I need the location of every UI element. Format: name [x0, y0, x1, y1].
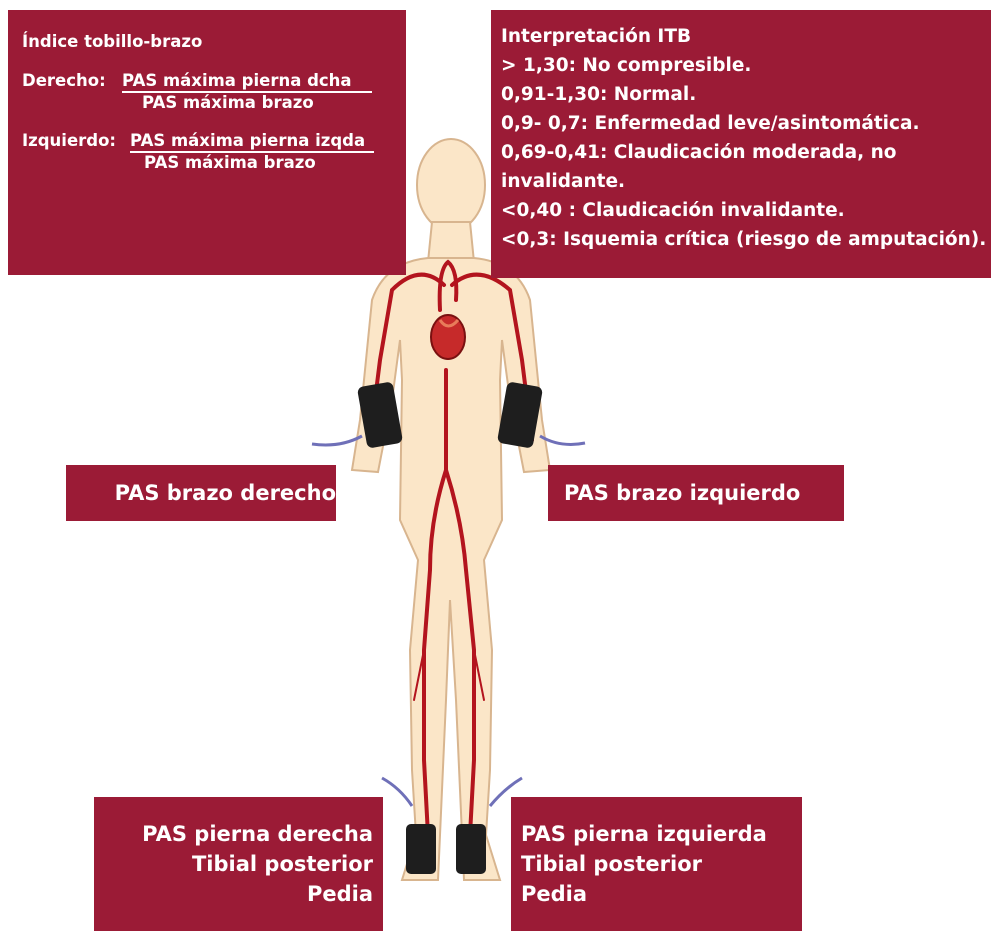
formula-left-denominator: PAS máxima brazo: [144, 153, 316, 172]
label-leg-right-line: Tibial posterior: [192, 849, 373, 879]
abi-interpretation-panel: Interpretación ITB > 1,30: No compresibl…: [491, 10, 991, 278]
formula-right-denominator: PAS máxima brazo: [142, 93, 314, 112]
heart-icon: [431, 315, 465, 359]
label-leg-right-line: PAS pierna derecha: [142, 819, 373, 849]
label-leg-left-line: Pedia: [521, 879, 587, 909]
label-leg-left-line: Tibial posterior: [521, 849, 702, 879]
label-leg-right-line: Pedia: [307, 879, 373, 909]
formula-right: Derecho: PAS máxima pierna dcha PAS máxi…: [22, 71, 406, 119]
label-arm-left: PAS brazo izquierdo: [548, 465, 844, 521]
label-leg-left: PAS pierna izquierda Tibial posterior Pe…: [511, 797, 802, 931]
interpretation-title: Interpretación ITB: [501, 22, 991, 51]
formula-right-numerator: PAS máxima pierna dcha: [122, 71, 372, 93]
label-arm-right-text: PAS brazo derecho: [115, 481, 336, 505]
interpretation-line: > 1,30: No compresible.: [501, 51, 991, 80]
interpretation-line: <0,40 : Claudicación invalidante.: [501, 196, 991, 225]
label-leg-left-line: PAS pierna izquierda: [521, 819, 767, 849]
formula-left: Izquierdo: PAS máxima pierna izqda PAS m…: [22, 131, 406, 179]
abi-formula-panel: Índice tobillo-brazo Derecho: PAS máxima…: [8, 10, 406, 275]
formula-left-numerator: PAS máxima pierna izqda: [130, 131, 374, 153]
label-arm-left-text: PAS brazo izquierdo: [564, 481, 800, 505]
interpretation-line: 0,91-1,30: Normal.: [501, 80, 991, 109]
cuff-right-ankle: [406, 824, 436, 874]
label-arm-right: PAS brazo derecho: [66, 465, 336, 521]
interpretation-line: invalidante.: [501, 167, 991, 196]
formula-right-label: Derecho:: [22, 71, 106, 90]
label-leg-right: PAS pierna derecha Tibial posterior Pedi…: [94, 797, 383, 931]
interpretation-line: <0,3: Isquemia crítica (riesgo de amputa…: [501, 225, 991, 254]
cuff-left-ankle: [456, 824, 486, 874]
interpretation-line: 0,69-0,41: Claudicación moderada, no: [501, 138, 991, 167]
formula-title: Índice tobillo-brazo: [22, 32, 406, 51]
interpretation-line: 0,9- 0,7: Enfermedad leve/asintomática.: [501, 109, 991, 138]
formula-left-label: Izquierdo:: [22, 131, 116, 150]
